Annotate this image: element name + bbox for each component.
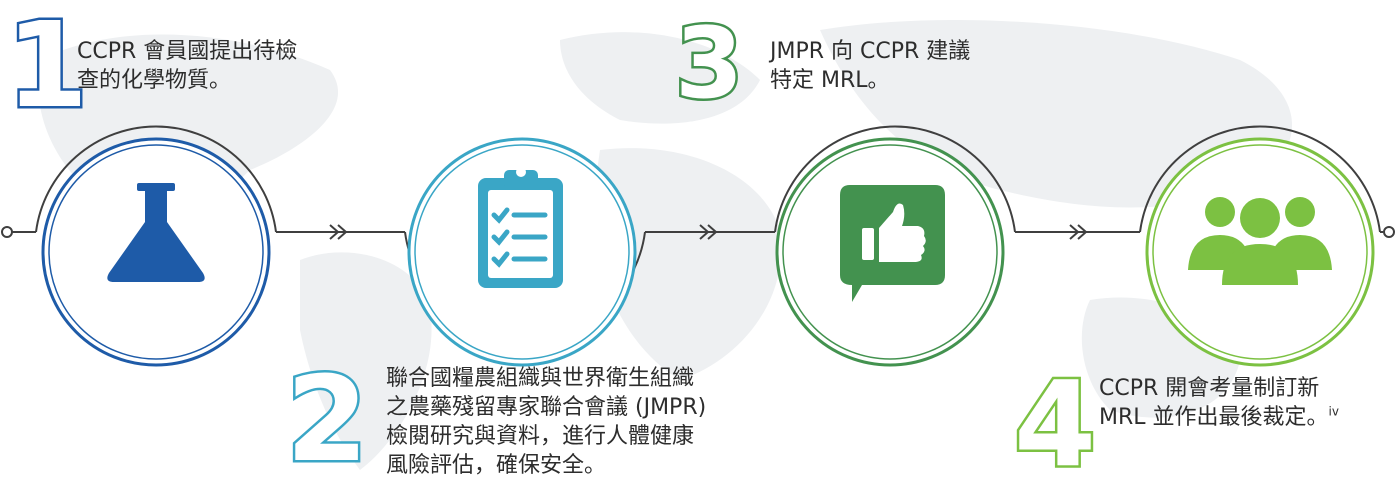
group-icon: [1188, 197, 1332, 285]
step-4-footnote-marker: iv: [1328, 404, 1339, 419]
clipboard-checklist-icon: [478, 167, 563, 288]
arrow-2: [699, 224, 718, 240]
arc-3: [774, 125, 1016, 233]
arc-4: [1139, 125, 1381, 233]
step-3-text: JMPR 向 CCPR 建議 特定 MRL。: [770, 39, 971, 93]
step-2-circle: [407, 137, 637, 367]
step-4-text-body: CCPR 開會考量制訂新 MRL 並作出最後裁定。: [1099, 376, 1329, 430]
end-node: [1383, 226, 1395, 238]
arrow-3: [1069, 224, 1088, 240]
step-2-number: 2: [283, 350, 370, 488]
step-1-number: 1: [3, 0, 90, 134]
step-3-circle: [775, 137, 1005, 367]
thumbs-up-icon: [840, 185, 945, 302]
step-1-text: CCPR 會員國提出待檢 查的化學物質。: [77, 39, 298, 93]
step-4-circle: [1145, 137, 1375, 367]
flask-icon: [107, 183, 205, 282]
arc-1: [35, 125, 277, 233]
step-3-number: 3: [672, 7, 745, 121]
step-2-text: 聯合國糧農組織與世界衛生組織 之農藥殘留專家聯合會議 (JMPR) 檢閱研究與資…: [386, 366, 707, 478]
arrow-1: [329, 224, 348, 240]
step-1-circle: [41, 137, 271, 367]
step-4-number: 4: [1011, 355, 1098, 493]
step-4-text: CCPR 開會考量制訂新 MRL 並作出最後裁定。iv: [1099, 374, 1395, 432]
